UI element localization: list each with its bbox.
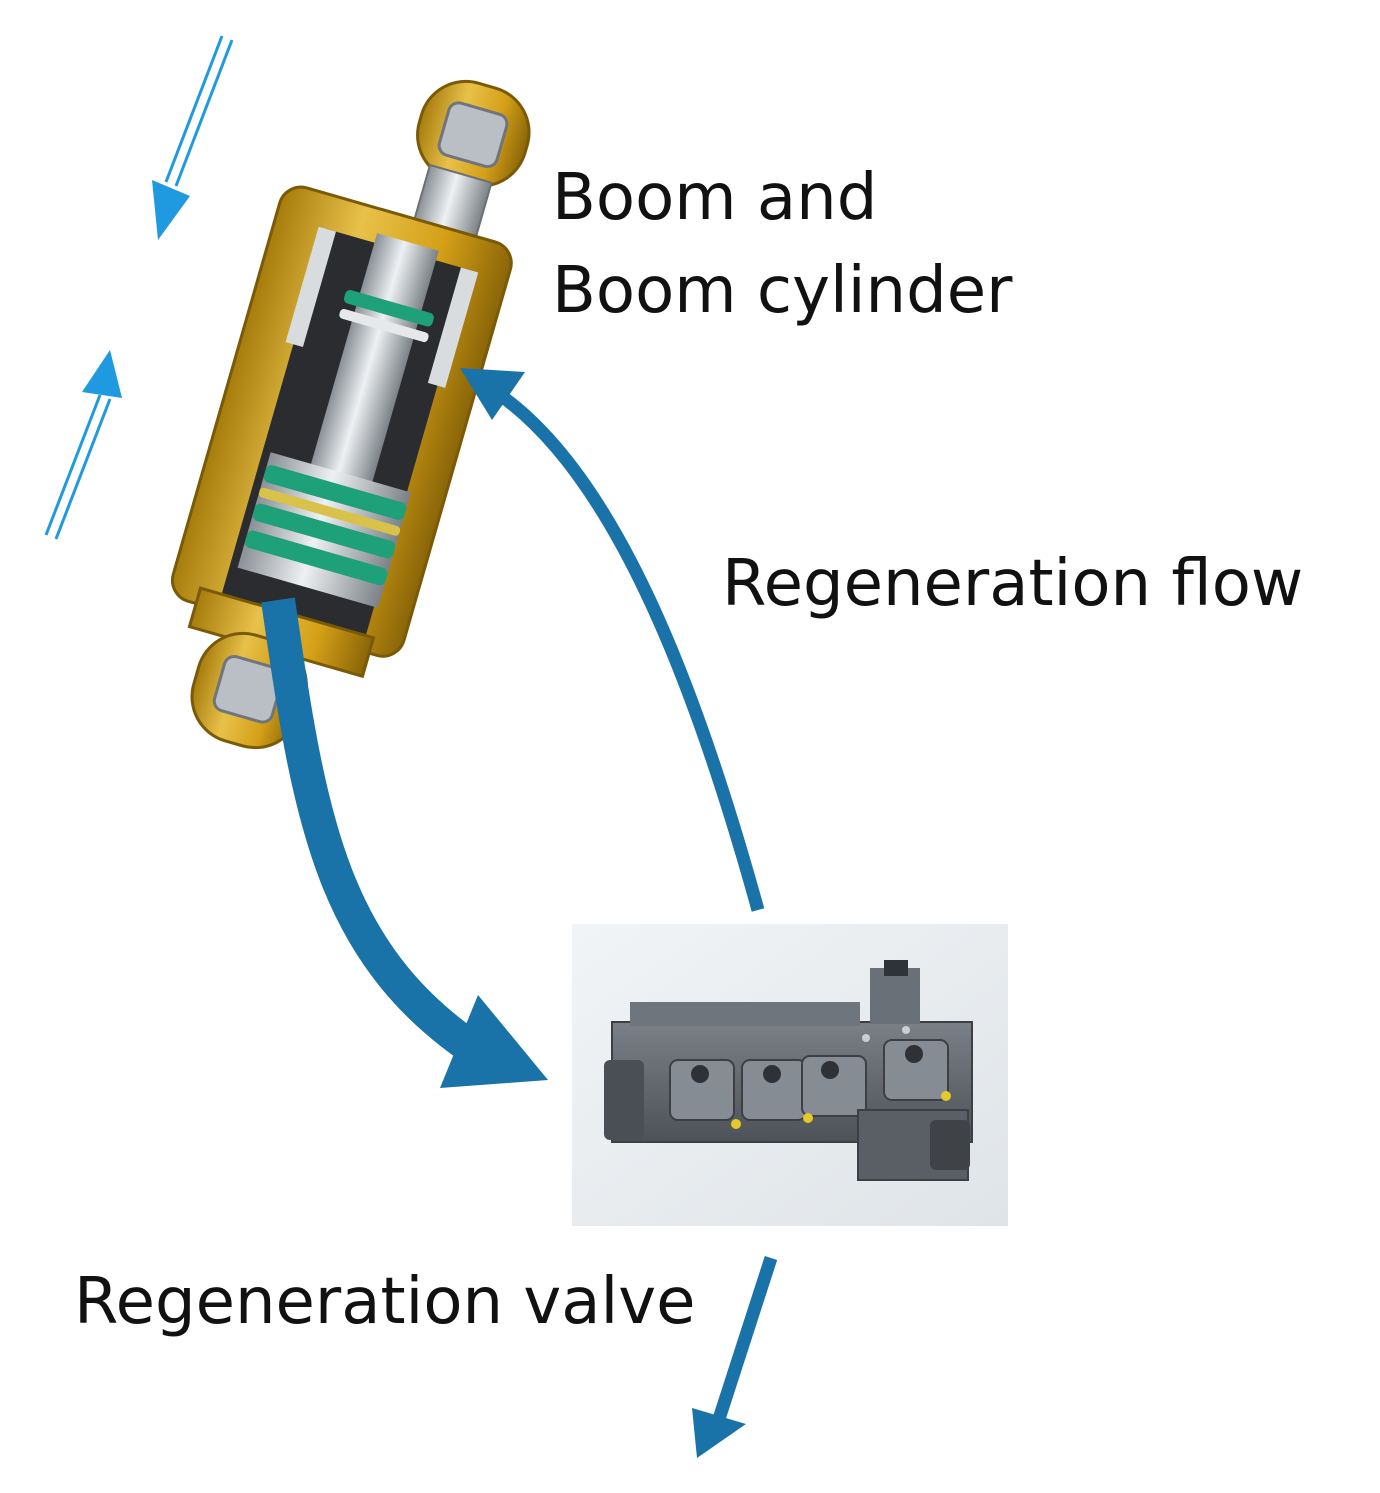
outflow-arrow (692, 1256, 778, 1458)
regeneration-valve-illustration (572, 924, 1008, 1226)
motion-arrow-up-icon (44, 350, 122, 540)
motion-arrow-down-icon (152, 35, 234, 240)
regeneration-flow-label: Regeneration flow (722, 547, 1304, 621)
regeneration-valve-label: Regeneration valve (74, 1265, 696, 1339)
flow-arrow-to-valve (261, 597, 548, 1088)
regeneration-flow-arrow (460, 368, 765, 912)
boom-label-line1: Boom and (552, 161, 878, 235)
boom-label-line2: Boom cylinder (552, 253, 1013, 328)
